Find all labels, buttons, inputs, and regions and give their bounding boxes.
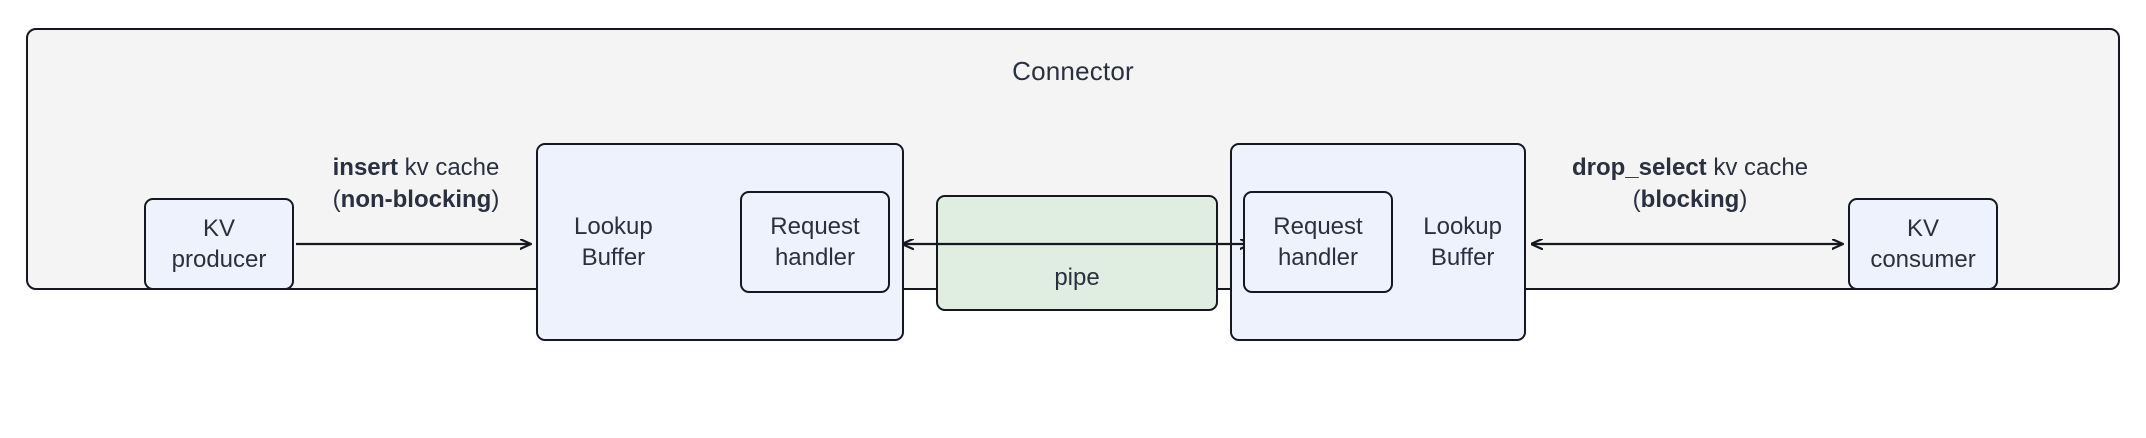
pipe-node: pipe xyxy=(936,195,1218,311)
edge-label-insert-rest: kv cache xyxy=(397,154,500,181)
request-handler-right-node: Request handler xyxy=(1243,191,1393,293)
edge-label-drop-open: ( xyxy=(1632,185,1641,213)
edge-label-drop-mode: blocking xyxy=(1640,185,1740,213)
kv-producer-label: KV producer xyxy=(171,214,267,273)
edge-label-drop-bold: drop_select xyxy=(1571,154,1707,181)
lookup-buffer-left-label: Lookup Buffer xyxy=(574,212,653,271)
connector-title: Connector xyxy=(1012,56,1134,86)
lookup-buffer-right-label: Lookup Buffer xyxy=(1423,212,1502,271)
edge-label-insert-open: ( xyxy=(332,185,341,213)
edge-label-insert-mode: non-blocking xyxy=(340,185,492,213)
edge-label-insert-bold: insert xyxy=(332,154,398,181)
pipe-label: pipe xyxy=(1054,263,1100,291)
edge-label-drop-line1: drop_select kv cache xyxy=(1534,152,1846,184)
kv-consumer-node: KV consumer xyxy=(1848,198,1998,290)
edge-label-insert-line1: insert kv cache xyxy=(300,152,532,184)
kv-consumer-label: KV consumer xyxy=(1870,214,1976,273)
edge-label-drop-rest: kv cache xyxy=(1706,154,1809,181)
kv-producer-node: KV producer xyxy=(144,198,294,290)
edge-label-insert-line2: (non-blocking) xyxy=(300,184,532,216)
edge-label-drop-close: ) xyxy=(1739,185,1748,213)
edge-label-drop-line2: (blocking) xyxy=(1534,184,1846,216)
edge-label-insert: insert kv cache (non-blocking) xyxy=(300,152,532,215)
request-handler-left-node: Request handler xyxy=(740,191,890,293)
edge-label-insert-close: ) xyxy=(491,185,500,213)
edge-label-drop-select: drop_select kv cache (blocking) xyxy=(1534,152,1846,215)
